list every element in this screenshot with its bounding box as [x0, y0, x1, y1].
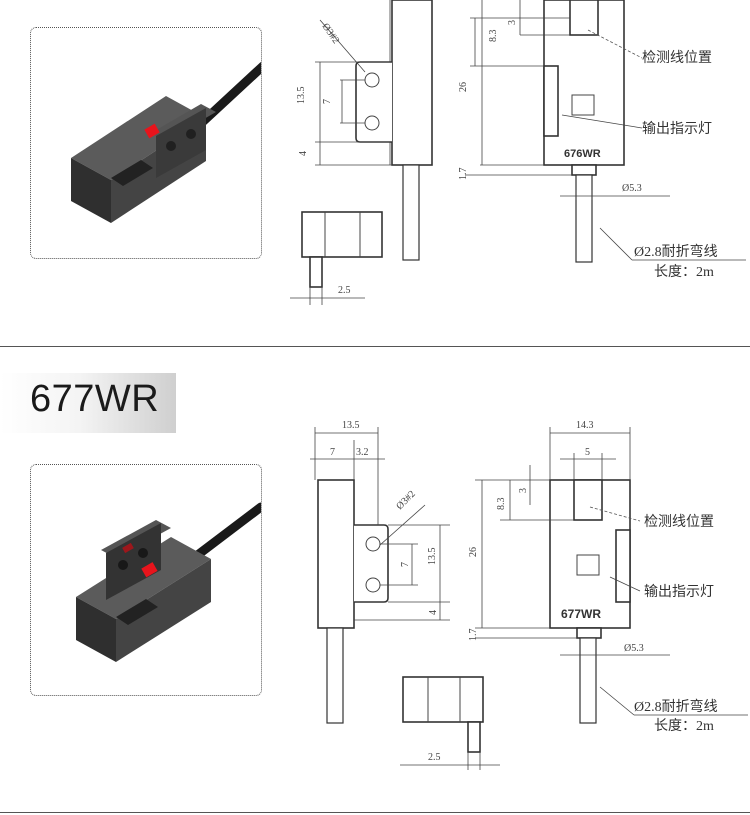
dim-shaft: Ø5.3: [622, 183, 642, 194]
section-divider: [0, 346, 750, 347]
dim-width-front: 14.3: [576, 420, 594, 431]
dim-width-top: 13.5: [342, 420, 360, 431]
dim-bottom-b: 4: [428, 610, 439, 615]
model-mark-677: 677WR: [561, 607, 601, 621]
dim-total-height: 26: [458, 82, 469, 92]
label-indicator-b: 输出指示灯: [644, 584, 714, 600]
bottom-divider: [0, 812, 750, 813]
led-indicator: [144, 123, 160, 139]
dim-bottom: 4: [298, 151, 309, 156]
dim-slot-top: 3: [507, 20, 518, 25]
dimension-drawing-bottom: 13.5 7 3.2 Ø3#2 13.5 7 4 2.5 677WR 14.3 …: [310, 420, 748, 770]
dim-hole-pitch: 7: [322, 99, 333, 104]
sensor-photo-frame-bottom: [30, 464, 266, 696]
dim-hole-pitch-b: 7: [400, 562, 411, 567]
dim-slot-depth: 8.3: [488, 30, 499, 43]
dim-hole: Ø3#2: [320, 21, 342, 46]
sensor-photo-677: [76, 502, 266, 662]
label-cable: Ø2.8耐折弯线: [634, 243, 718, 260]
dim-slot-width: 5: [585, 447, 590, 458]
dim-offset-b: 2.5: [428, 752, 441, 763]
dim-height-left: 13.5: [296, 87, 307, 105]
label-detect-pos: 检测线位置: [642, 50, 712, 66]
sensor-photo-676: [71, 61, 268, 223]
dim-slot-top-b: 3: [518, 488, 529, 493]
dimension-drawing-top: 13.5 7 4 Ø3#2 2.5 676WR 8.3 3 26 1.7 Ø5.…: [290, 0, 746, 305]
dim-seg-a: 7: [330, 447, 335, 458]
label-indicator: 输出指示灯: [642, 121, 712, 137]
dim-step: 1.7: [458, 168, 469, 181]
dim-total-height-b: 26: [468, 547, 479, 557]
label-detect-pos-b: 检测线位置: [644, 514, 714, 530]
dim-seg-b: 3.2: [356, 447, 369, 458]
led-indicator: [141, 562, 158, 578]
model-mark-676: 676WR: [564, 148, 601, 160]
dim-offset: 2.5: [338, 285, 351, 296]
dim-hole-b: Ø3#2: [394, 489, 418, 513]
label-cable-len: 长度：2m: [654, 264, 714, 280]
dim-height-right: 13.5: [427, 548, 438, 566]
label-cable-len-b: 长度：2m: [654, 718, 714, 734]
dim-shaft-b: Ø5.3: [624, 643, 644, 654]
dim-step-b: 1.7: [468, 629, 479, 642]
sensor-photo-frame-top: [30, 27, 268, 259]
title-banner: [0, 373, 176, 433]
label-cable-b: Ø2.8耐折弯线: [634, 698, 718, 715]
dim-slot-depth-b: 8.3: [496, 498, 507, 511]
model-title: 677WR: [30, 378, 160, 420]
